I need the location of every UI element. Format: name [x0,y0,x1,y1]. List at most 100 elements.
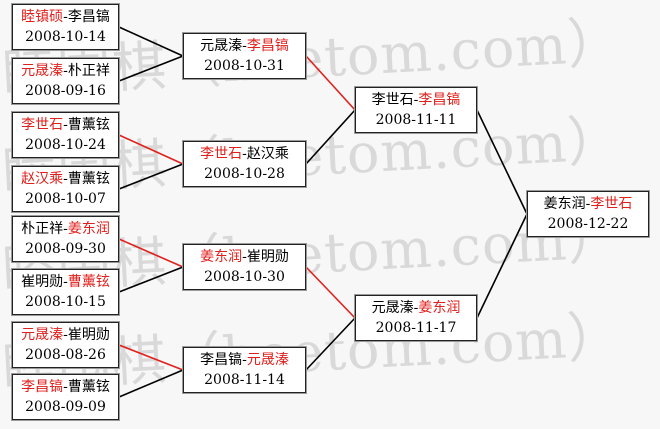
player-name: 赵汉乘 [246,146,289,162]
player-name: 李世石 [590,196,633,212]
player-name: 李昌镐 [418,92,461,108]
match-date: 2008-10-28 [204,166,285,182]
player-name: 崔明勋 [21,274,64,290]
player-name: 李世石 [371,92,414,108]
player-separator: - [63,221,68,237]
match-date: 2008-11-17 [375,320,457,336]
player-name: 元晟溱 [246,352,289,368]
match-date: 2008-10-24 [25,137,106,153]
bracket-connector-line [305,55,356,111]
match-box-round1-8: 李昌镐-曹薰铉 2008-09-09 [11,373,120,421]
player-name: 曹薰铉 [67,171,110,187]
match-box-round1-7: 元晟溱-崔明勋 2008-08-26 [11,321,120,369]
player-separator: - [242,352,247,368]
match-players: 李昌镐-曹薰铉 [13,377,118,397]
player-separator: - [63,327,68,343]
player-name: 李世石 [21,117,64,133]
match-box-round2-4: 李昌镐-元晟溱 2008-11-14 [182,346,307,394]
bracket-connector-line [305,266,356,319]
player-separator: - [242,38,247,54]
match-date: 2008-09-30 [25,241,106,257]
bracket-connector-line [476,213,528,319]
bracket-connector-line [118,344,184,371]
match-box-round1-5: 朴正祥-姜东润 2008-09-30 [11,215,120,263]
match-players: 姜东润-崔明勋 [184,247,305,267]
player-name: 曹薰铉 [67,379,110,395]
match-box-round2-1: 元晟溱-李昌镐 2008-10-31 [182,32,307,80]
player-name: 朴正祥 [21,221,64,237]
player-name: 李昌镐 [67,9,110,25]
match-date: 2008-08-26 [25,347,106,363]
match-box-round3-2: 元晟溱-姜东润 2008-11-17 [354,294,478,342]
player-separator: - [585,196,591,212]
match-date: 2008-11-11 [375,112,457,128]
bracket-connector-line [118,266,184,293]
match-players: 元晟溱-朴正祥 [13,61,118,81]
player-name: 李昌镐 [21,379,64,395]
match-box-final-1: 姜东润-李世石 2008-12-22 [526,190,650,238]
player-name: 赵汉乘 [21,171,64,187]
player-name: 姜东润 [67,221,110,237]
bracket-connector-line [305,317,356,371]
player-separator: - [63,63,68,79]
player-separator: - [242,146,247,162]
match-players: 李昌镐-元晟溱 [184,350,305,370]
player-name: 李世石 [200,146,243,162]
match-box-round1-4: 赵汉乘-曹薰铉 2008-10-07 [11,165,120,213]
player-separator: - [63,117,68,133]
player-separator: - [63,274,68,290]
match-box-round3-1: 李世石-李昌镐 2008-11-11 [354,86,478,134]
match-box-round1-3: 李世石-曹薰铉 2008-10-24 [11,111,120,159]
match-box-round1-1: 睦镇硕-李昌镐 2008-10-14 [11,3,120,51]
match-players: 赵汉乘-曹薰铉 [13,169,118,189]
match-date: 2008-12-22 [547,216,629,232]
player-separator: - [413,300,419,316]
match-players: 李世石-赵汉乘 [184,144,305,164]
bracket-connector-line [476,109,528,215]
match-players: 睦镇硕-李昌镐 [13,7,118,27]
match-players: 姜东润-李世石 [528,194,648,214]
match-players: 元晟溱-李昌镐 [184,36,305,56]
bracket-connector-line [118,369,184,398]
match-players: 李世石-曹薰铉 [13,115,118,135]
bracket-connector-line [118,163,184,190]
match-players: 李世石-李昌镐 [356,90,476,110]
match-players: 元晟溱-姜东润 [356,298,476,318]
bracket-connector-line [305,109,356,165]
match-date: 2008-09-09 [25,399,106,415]
player-name: 李昌镐 [200,352,243,368]
player-name: 崔明勋 [67,327,110,343]
match-box-round1-2: 元晟溱-朴正祥 2008-09-16 [11,57,120,105]
player-name: 曹薰铉 [67,117,110,133]
player-name: 姜东润 [200,249,243,265]
match-date: 2008-10-31 [204,58,285,74]
player-separator: - [63,9,68,25]
player-separator: - [242,249,247,265]
player-separator: - [413,92,419,108]
player-name: 元晟溱 [200,38,243,54]
match-players: 崔明勋-曹薰铉 [13,272,118,292]
match-box-round2-2: 李世石-赵汉乘 2008-10-28 [182,140,307,188]
bracket-connector-line [118,55,184,82]
player-separator: - [63,379,68,395]
player-name: 睦镇硕 [21,9,64,25]
player-name: 曹薰铉 [67,274,110,290]
bracket-connector-line [118,134,184,165]
player-name: 元晟溱 [21,327,64,343]
bracket-connector-line [118,26,184,57]
match-date: 2008-10-07 [25,191,106,207]
player-name: 元晟溱 [371,300,414,316]
match-players: 元晟溱-崔明勋 [13,325,118,345]
player-separator: - [63,171,68,187]
player-name: 元晟溱 [21,63,64,79]
player-name: 姜东润 [543,196,586,212]
player-name: 崔明勋 [246,249,289,265]
match-date: 2008-11-14 [204,372,285,388]
player-name: 朴正祥 [67,63,110,79]
player-name: 姜东润 [418,300,461,316]
match-date: 2008-10-14 [25,29,106,45]
bracket-connector-line [118,238,184,268]
match-date: 2008-09-16 [25,83,106,99]
